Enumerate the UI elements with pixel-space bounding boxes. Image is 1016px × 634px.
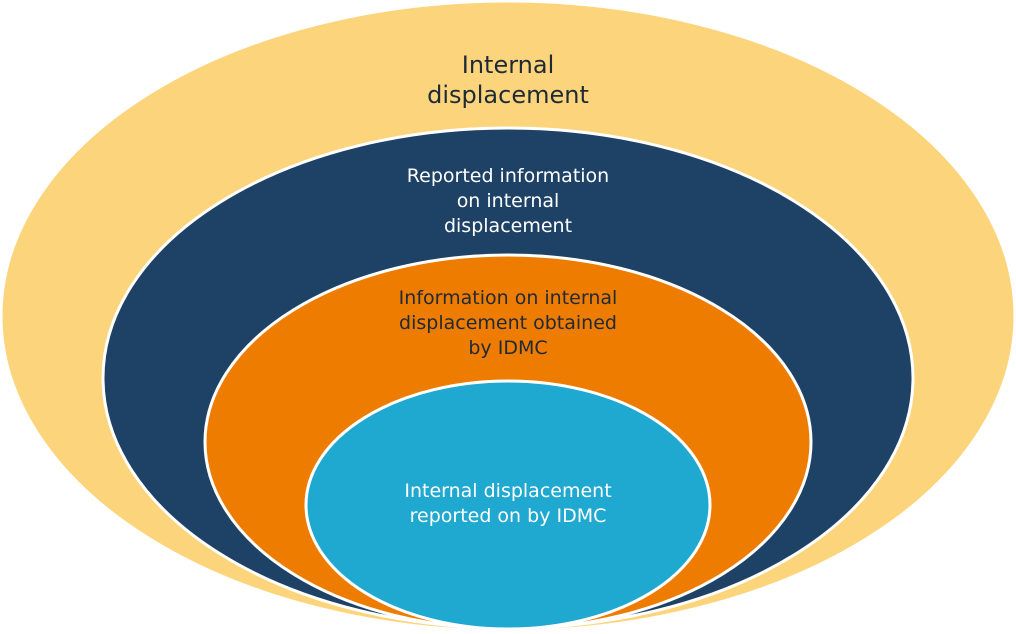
ring-label-obtained: Information on internal displacement obt… bbox=[358, 286, 658, 361]
ring-label-line: on internal bbox=[456, 190, 560, 213]
ring-label-line: Reported information bbox=[406, 165, 610, 187]
ring-label-line: Internal bbox=[461, 51, 555, 79]
ring-idmc bbox=[304, 379, 712, 631]
ring-label-line: displacement obtained bbox=[399, 312, 617, 335]
ring-label-reported: Reported information on internal displac… bbox=[358, 164, 658, 239]
ring-label-idmc: Internal displacement reported on by IDM… bbox=[358, 479, 658, 529]
ring-label-line: Information on internal bbox=[398, 287, 618, 309]
ring-label-line: Internal displacement bbox=[404, 480, 612, 502]
ring-label-line: by IDMC bbox=[468, 337, 548, 360]
ring-label-line: displacement bbox=[427, 81, 589, 109]
ring-label-line: displacement bbox=[443, 215, 573, 238]
ring-label-outer: Internal displacement bbox=[358, 50, 658, 110]
ring-label-line: reported on by IDMC bbox=[409, 505, 607, 528]
